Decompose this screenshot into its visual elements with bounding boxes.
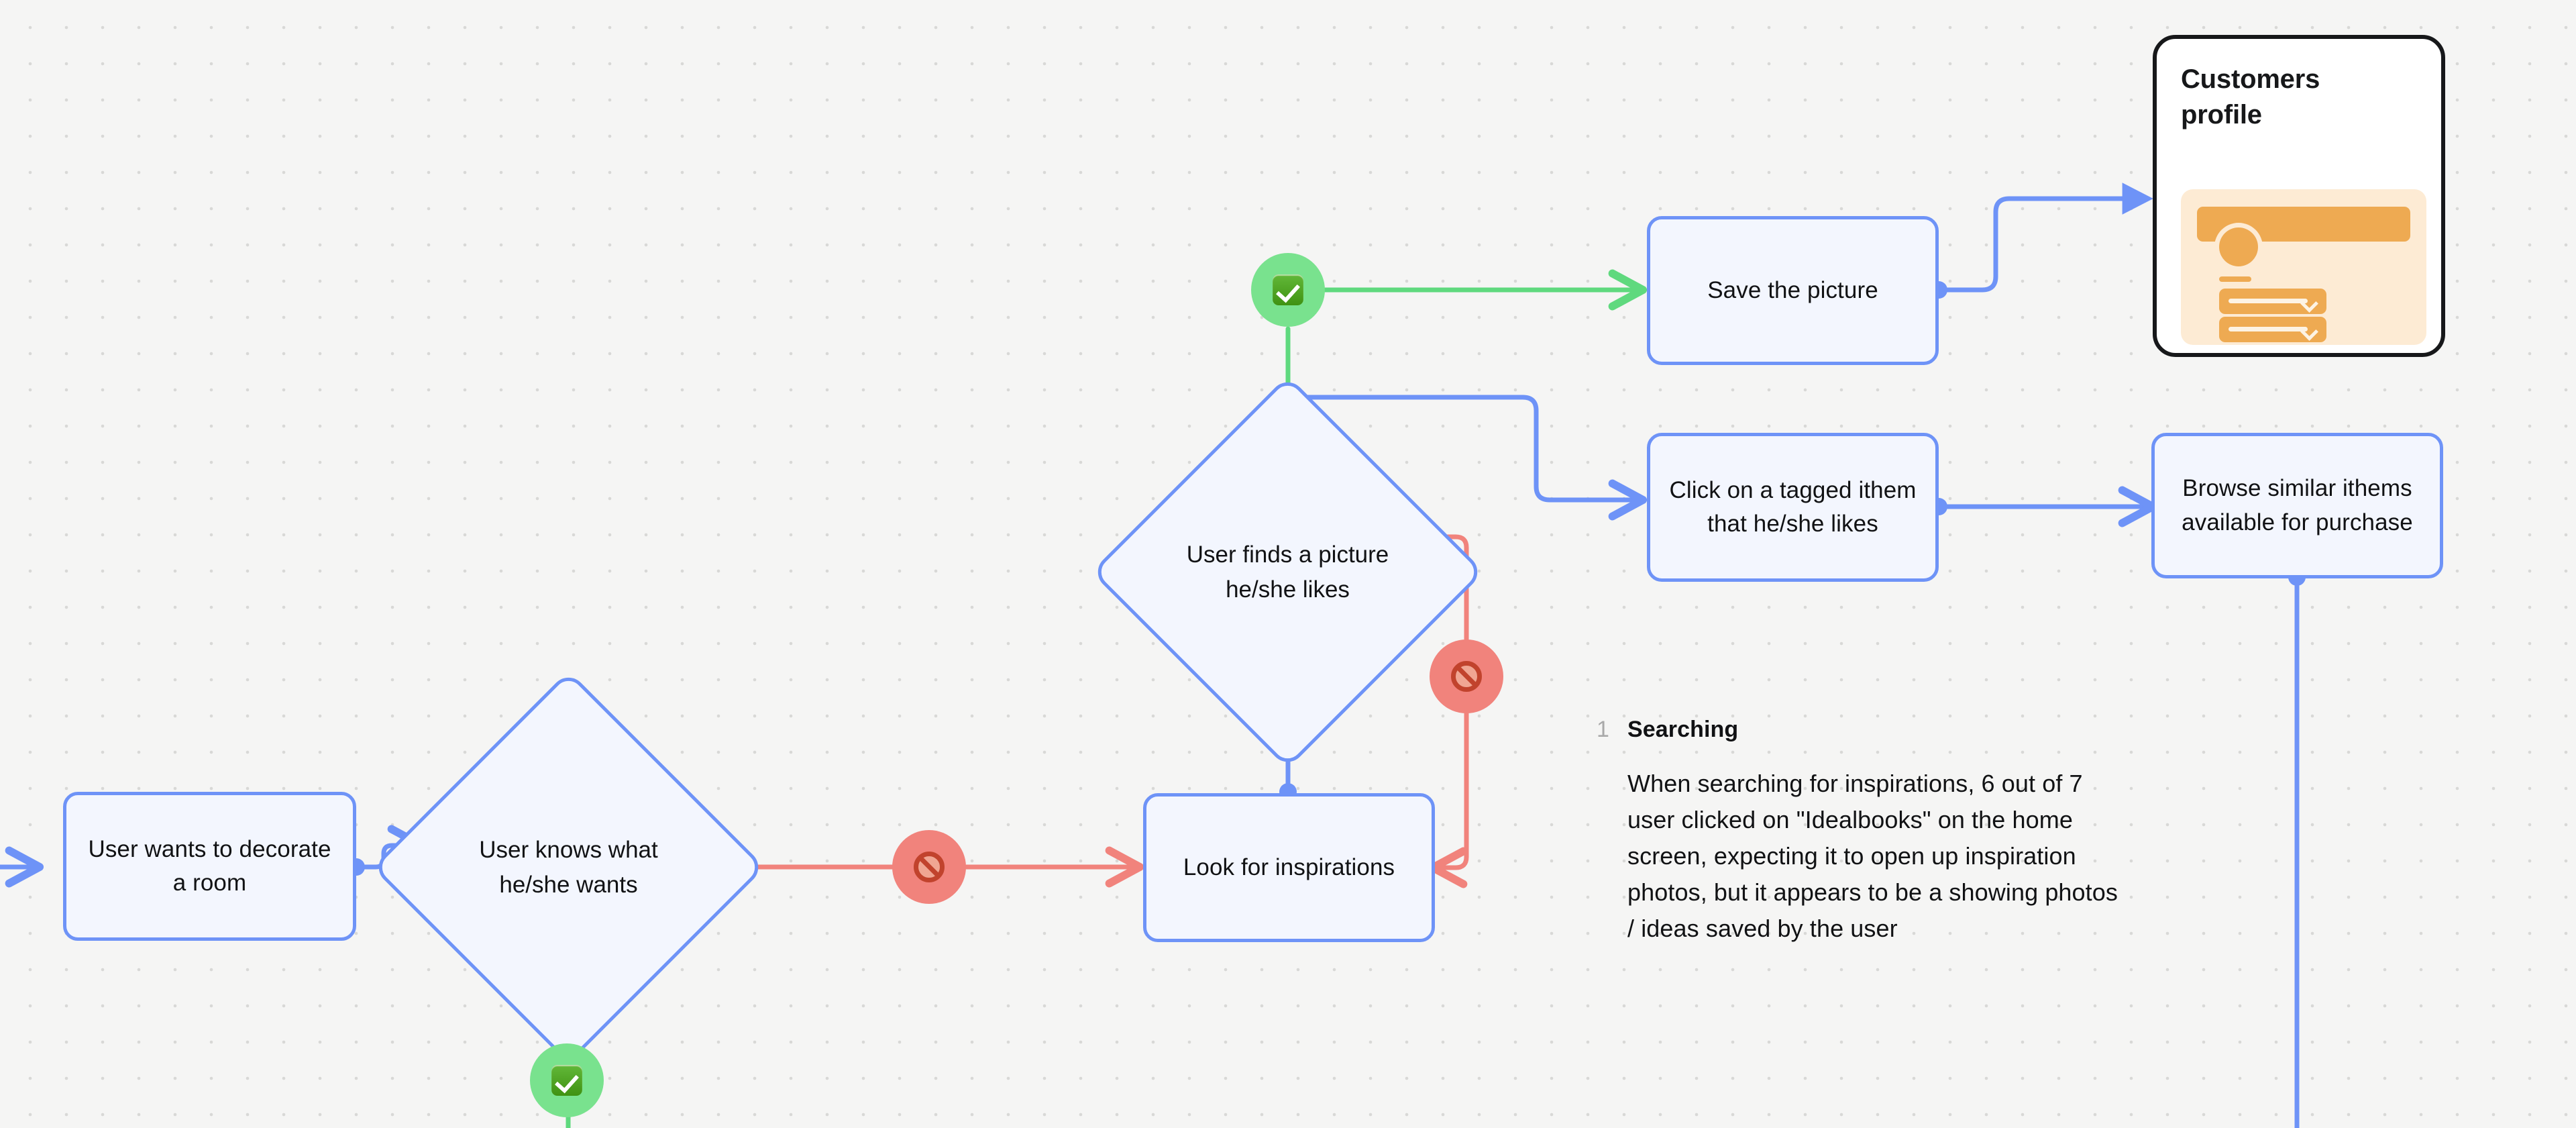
node-user-knows-what-he-she-wants[interactable]: User knows what he/she wants	[372, 670, 765, 1064]
node-user-finds-a-picture-he-she-likes[interactable]: User finds a picture he/she likes	[1091, 375, 1485, 769]
node-look-for-inspirations[interactable]: Look for inspirations	[1143, 793, 1435, 942]
node-label: Save the picture	[1707, 276, 1878, 303]
node-user-wants-to-decorate-a-room[interactable]: User wants to decorate a room	[63, 792, 356, 941]
customers-profile-title: Customers profile	[2181, 64, 2320, 130]
badge-no-user-finds-picture[interactable]	[1430, 639, 1503, 713]
badge-no-user-knows-what[interactable]	[892, 830, 966, 904]
field-label-placeholder	[2219, 276, 2251, 282]
check-mark-icon	[551, 1065, 582, 1096]
dropdown-field-placeholder[interactable]	[2219, 317, 2326, 342]
annotation-title: Searching	[1627, 717, 1739, 742]
field-label-placeholder	[2219, 305, 2251, 311]
node-label: User knows what he/she wants	[479, 837, 658, 898]
avatar-placeholder	[2219, 227, 2258, 266]
badge-yes-user-finds-picture[interactable]	[1251, 253, 1325, 327]
node-label: Browse similar ithems available for purc…	[2182, 475, 2413, 535]
node-label: User wants to decorate a room	[88, 835, 331, 896]
field-value-placeholder	[2229, 299, 2308, 303]
field-value-placeholder	[2229, 327, 2308, 331]
node-click-on-a-tagged-ithem[interactable]: Click on a tagged ithem that he/she like…	[1647, 433, 1939, 582]
annotation-number: 1	[1597, 717, 1609, 742]
node-save-the-picture[interactable]: Save the picture	[1647, 216, 1939, 365]
profile-mockup	[2181, 189, 2426, 345]
check-mark-icon	[1273, 274, 1303, 305]
badge-yes-user-knows-what[interactable]	[530, 1043, 604, 1117]
node-label: Click on a tagged ithem that he/she like…	[1669, 476, 1917, 537]
chevron-down-icon	[2300, 323, 2318, 341]
node-browse-similar-ithems[interactable]: Browse similar ithems available for purc…	[2151, 433, 2443, 578]
chevron-down-icon	[2300, 295, 2318, 313]
annotation-body: When searching for inspirations, 6 out o…	[1627, 770, 2118, 942]
node-label: User finds a picture he/she likes	[1186, 542, 1389, 603]
customers-profile-card[interactable]: Customers profile	[2153, 35, 2445, 357]
no-entry-icon	[1451, 661, 1482, 692]
node-label: Look for inspirations	[1183, 854, 1395, 880]
annotation-searching: 1 Searching When searching for inspirati…	[1597, 717, 2127, 947]
no-entry-icon	[914, 852, 945, 882]
